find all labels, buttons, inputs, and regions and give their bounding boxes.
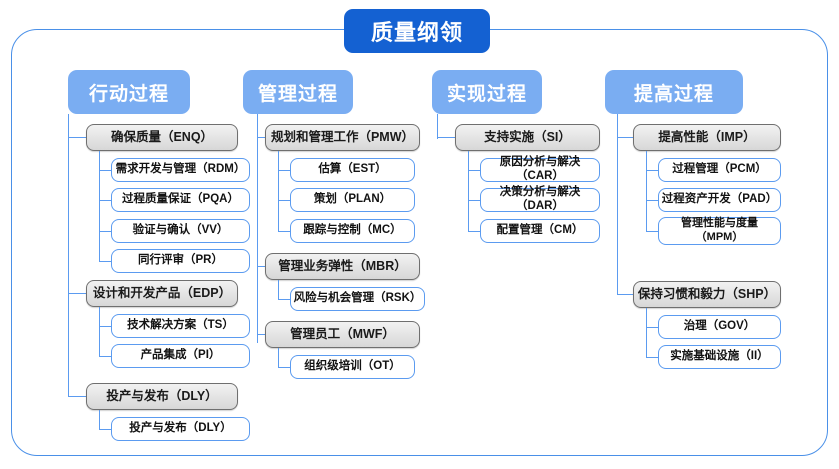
group-dly[interactable]: 投产与发布（DLY） (86, 383, 238, 410)
branch-pmw-stub-2 (278, 200, 290, 202)
column-header-realize[interactable]: 实现过程 (432, 70, 542, 114)
root-node-title: 质量纲领 (344, 9, 490, 53)
leaf-pad[interactable]: 过程资产开发（PAD） (658, 188, 781, 212)
leaf-pcm[interactable]: 过程管理（PCM） (658, 158, 781, 182)
trunk-stub-mwf (257, 334, 265, 336)
branch-shp-stub-1 (646, 327, 658, 329)
stem-improve (617, 114, 619, 126)
branch-edp-stub-2 (99, 356, 111, 358)
leaf-rdm[interactable]: 需求开发与管理（RDM） (111, 158, 250, 182)
leaf-vv[interactable]: 验证与确认（VV） (111, 219, 250, 243)
trunk-stub-edp (68, 293, 86, 295)
leaf-pr[interactable]: 同行评审（PR） (111, 249, 250, 273)
leaf-rsk[interactable]: 风险与机会管理（RSK） (290, 287, 425, 311)
leaf-cm[interactable]: 配置管理（CM） (480, 219, 600, 243)
branch-mwf-stub-1 (278, 367, 290, 369)
branch-si-stub-2 (468, 200, 480, 202)
leaf-ii[interactable]: 实施基础设施（II） (658, 345, 781, 369)
branch-si-stub-3 (468, 231, 480, 233)
group-si[interactable]: 支持实施（SI） (455, 124, 600, 151)
branch-pmw-stub-1 (278, 170, 290, 172)
branch-pmw-stub-3 (278, 231, 290, 233)
trunk-stub-pmw (257, 137, 265, 139)
trunk-stub-imp (617, 137, 633, 139)
column-header-improve[interactable]: 提高过程 (605, 70, 743, 114)
branch-enq-stub-3 (99, 231, 111, 233)
leaf-mpm[interactable]: 管理性能与度量 （MPM） (658, 217, 781, 245)
trunk-stub-dly (68, 396, 86, 398)
branch-edp (99, 307, 101, 356)
branch-mbr-stub-1 (278, 299, 290, 301)
branch-imp-stub-1 (646, 170, 658, 172)
leaf-ot[interactable]: 组织级培训（OT） (290, 355, 415, 379)
group-shp[interactable]: 保持习惯和毅力（SHP） (633, 281, 781, 308)
leaf-car[interactable]: 原因分析与解决（CAR） (480, 156, 600, 182)
branch-dly-stub-1 (99, 429, 111, 431)
leaf-dly[interactable]: 投产与发布（DLY） (111, 417, 250, 441)
leaf-plan[interactable]: 策划（PLAN） (290, 188, 415, 212)
leaf-pqa[interactable]: 过程质量保证（PQA） (111, 188, 250, 212)
group-imp[interactable]: 提高性能（IMP） (633, 124, 781, 151)
branch-imp (646, 151, 648, 231)
group-edp[interactable]: 设计和开发产品（EDP） (86, 280, 238, 307)
stem-realize (437, 114, 439, 126)
branch-shp (646, 308, 648, 357)
group-pmw[interactable]: 规划和管理工作（PMW） (265, 124, 420, 151)
group-mwf[interactable]: 管理员工（MWF） (265, 321, 420, 348)
branch-si (468, 151, 470, 231)
branch-enq-stub-4 (99, 261, 111, 263)
group-mbr[interactable]: 管理业务弹性（MBR） (265, 253, 420, 280)
leaf-dar[interactable]: 决策分析与解决（DAR） (480, 186, 600, 212)
branch-dly (99, 410, 101, 429)
trunk-col-realize (437, 126, 439, 139)
branch-imp-stub-2 (646, 200, 658, 202)
leaf-est[interactable]: 估算（EST） (290, 158, 415, 182)
trunk-col-action (68, 126, 70, 397)
branch-si-stub-1 (468, 170, 480, 172)
branch-enq (99, 151, 101, 261)
branch-imp-stub-3 (646, 231, 658, 233)
trunk-col-manage (257, 126, 259, 343)
branch-edp-stub-1 (99, 326, 111, 328)
branch-mbr (278, 280, 280, 299)
branch-pmw (278, 151, 280, 231)
trunk-stub-mbr (257, 266, 265, 268)
branch-enq-stub-2 (99, 200, 111, 202)
column-header-manage[interactable]: 管理过程 (243, 70, 353, 114)
trunk-stub-enq (68, 137, 86, 139)
stem-manage (257, 114, 259, 126)
column-header-action[interactable]: 行动过程 (68, 70, 190, 114)
leaf-gov[interactable]: 治理（GOV） (658, 315, 781, 339)
leaf-pi[interactable]: 产品集成（PI） (111, 344, 250, 368)
trunk-col-improve (617, 126, 619, 295)
leaf-ts[interactable]: 技术解决方案（TS） (111, 314, 250, 338)
trunk-stub-si (437, 137, 455, 139)
branch-shp-stub-2 (646, 357, 658, 359)
branch-enq-stub-1 (99, 170, 111, 172)
branch-mwf (278, 348, 280, 367)
trunk-stub-shp (617, 294, 633, 296)
leaf-mc[interactable]: 跟踪与控制（MC） (290, 219, 415, 243)
group-enq[interactable]: 确保质量（ENQ） (86, 124, 238, 151)
stem-action (68, 114, 70, 126)
